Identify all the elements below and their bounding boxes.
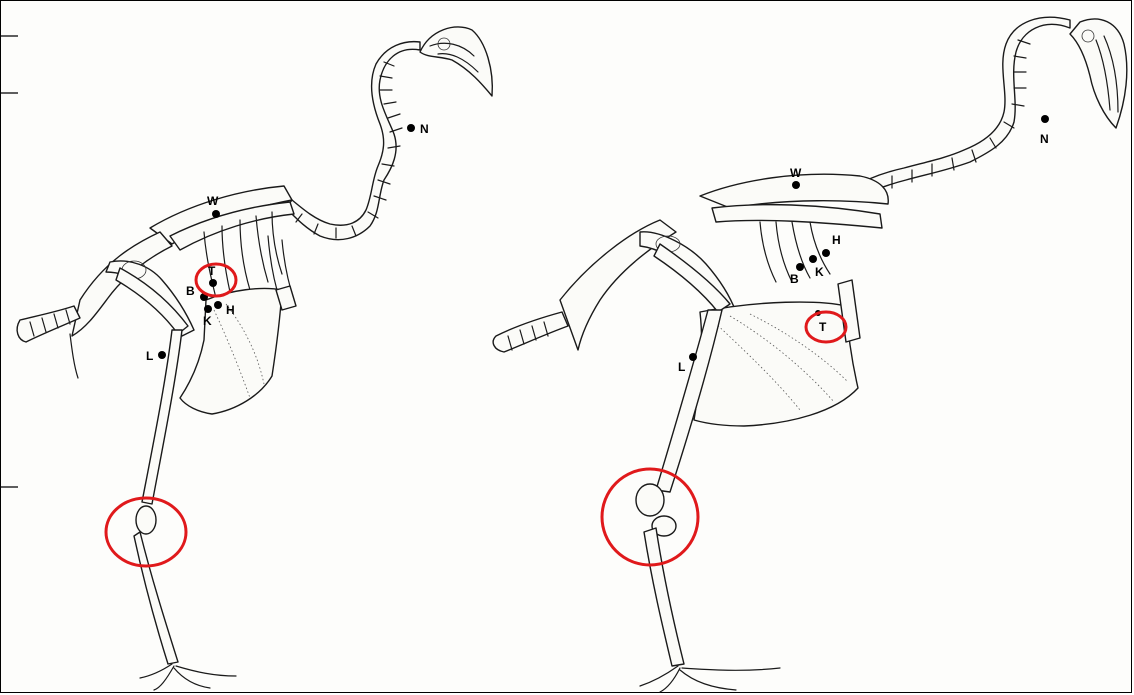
landmark-dot-l [158,351,166,359]
landmark-label-n: N [420,122,429,136]
landmark-dot-b [796,263,804,271]
landmark-dot-k [809,255,817,263]
landmark-dot-w [212,210,220,218]
landmark-label-l: L [678,360,685,374]
landmark-label-k: K [815,265,824,279]
landmark-dot-h [822,249,830,257]
landmark-dot-h [214,301,222,309]
landmark-label-b: B [186,284,195,298]
highlight-circle-t-left [196,264,236,296]
landmark-dot-w [792,181,800,189]
landmark-dot-n [1041,115,1049,123]
right-skeleton [493,17,1127,692]
landmark-label-t: T [819,320,827,334]
landmark-label-n: N [1040,132,1049,146]
landmark-label-w: W [790,166,802,180]
landmark-dot-n [407,124,415,132]
landmark-label-h: H [226,303,235,317]
landmark-dot-t [209,279,217,287]
landmark-label-h: H [832,233,841,247]
landmark-dot-l [689,353,697,361]
landmark-label-l: L [146,349,153,363]
landmark-label-w: W [207,194,219,208]
landmark-label-b: B [790,272,799,286]
landmark-label-k: K [203,314,212,328]
landmark-dot-k [204,305,212,313]
